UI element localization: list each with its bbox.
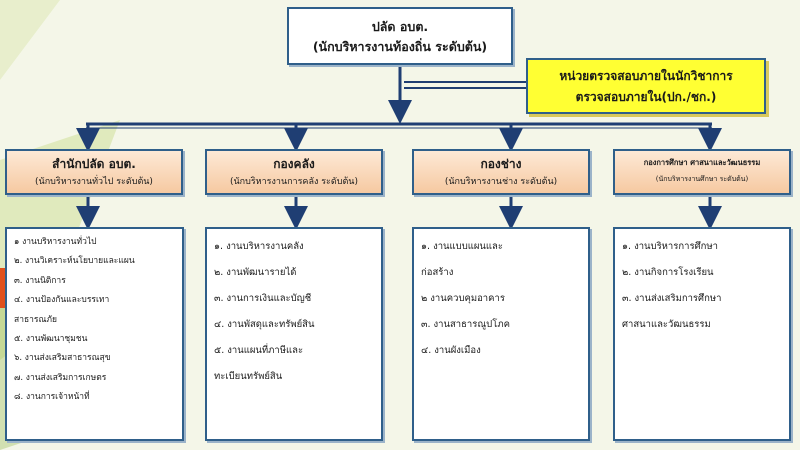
- department-title: กองการศึกษา ศาสนาและวัฒนธรรม: [643, 158, 761, 167]
- list-item: ๔. งานป้องกันและบรรเทา: [14, 295, 110, 306]
- department-subtitle: (นักบริหารงานศึกษา ระดับต้น): [655, 175, 749, 183]
- list-item: ก่อสร้าง: [421, 267, 454, 278]
- department-subtitle: (นักบริหารงานการคลัง ระดับต้น): [230, 177, 358, 187]
- department-title: กองช่าง: [480, 157, 522, 171]
- chief-administrator-subtitle: (นักบริหารงานท้องถิ่น ระดับต้น): [312, 39, 488, 54]
- list-item: ศาสนาและวัฒนธรรม: [622, 319, 711, 330]
- chief-administrator-box: ปลัด อบต. (นักบริหารงานท้องถิ่น ระดับต้น…: [287, 7, 513, 65]
- department-title: กองคลัง: [273, 157, 315, 171]
- list-item: ๑. งานบริหารการศึกษา: [622, 241, 718, 252]
- list-item: ๑. งานบริหารงานคลัง: [214, 241, 304, 252]
- department-title: สำนักปลัด อบต.: [52, 157, 136, 171]
- list-item: ๓. งานสาธารณูปโภค: [421, 319, 510, 330]
- task-list-office: ๑ งานบริหารงานทั่วไป ๒. งานวิเคราะห์นโยบ…: [5, 227, 184, 441]
- chief-administrator-title: ปลัด อบต.: [371, 19, 429, 34]
- list-item: ๔. งานผังเมือง: [421, 345, 481, 356]
- list-item: ๑. งานแบบแผนและ: [421, 241, 503, 252]
- list-item: ๒. งานพัฒนารายได้: [214, 267, 297, 278]
- list-item: ๔. งานพัสดุและทรัพย์สิน: [214, 319, 315, 330]
- list-item: ๒ งานควบคุมอาคาร: [421, 293, 505, 304]
- list-item: ๑ งานบริหารงานทั่วไป: [14, 237, 97, 247]
- list-item: ๓. งานส่งเสริมการศึกษา: [622, 293, 722, 304]
- list-item: ๕. งานแผนที่ภาษีและ: [214, 345, 304, 356]
- department-box-office: สำนักปลัด อบต. (นักบริหารงานทั่วไป ระดับ…: [5, 149, 183, 195]
- list-item: ทะเบียนทรัพย์สิน: [214, 371, 283, 382]
- department-subtitle: (นักบริหารงานทั่วไป ระดับต้น): [35, 177, 153, 187]
- internal-audit-line2: ตรวจสอบภายใน(ปก./ชก.): [575, 90, 717, 104]
- internal-audit-line1: หน่วยตรวจสอบภายในนักวิชาการ: [559, 69, 733, 83]
- department-subtitle: (นักบริหารงานช่าง ระดับต้น): [444, 177, 558, 187]
- list-item: สาธารณภัย: [14, 314, 57, 325]
- list-item: ๒. งานวิเคราะห์นโยบายและแผน: [14, 256, 135, 267]
- list-item: ๘. งานการเจ้าหน้าที่: [14, 392, 90, 403]
- list-item: ๖. งานส่งเสริมสาธารณสุข: [14, 353, 111, 364]
- internal-audit-box: หน่วยตรวจสอบภายในนักวิชาการ ตรวจสอบภายใน…: [526, 58, 766, 114]
- task-list-engineering: ๑. งานแบบแผนและ ก่อสร้าง ๒ งานควบคุมอาคา…: [412, 227, 590, 441]
- list-item: ๗. งานส่งเสริมการเกษตร: [14, 372, 107, 383]
- list-item: ๓. งานนิติการ: [14, 275, 66, 286]
- department-box-finance: กองคลัง (นักบริหารงานการคลัง ระดับต้น): [205, 149, 383, 195]
- list-item: ๕. งานพัฒนาชุมชน: [14, 334, 88, 345]
- department-box-education: กองการศึกษา ศาสนาและวัฒนธรรม (นักบริหารง…: [613, 149, 791, 195]
- department-box-engineering: กองช่าง (นักบริหารงานช่าง ระดับต้น): [412, 149, 590, 195]
- task-list-finance: ๑. งานบริหารงานคลัง ๒. งานพัฒนารายได้ ๓.…: [205, 227, 383, 441]
- decorative-leaf-shape: [0, 0, 60, 80]
- task-list-education: ๑. งานบริหารการศึกษา ๒. งานกิจการโรงเรีย…: [613, 227, 791, 441]
- list-item: ๒. งานกิจการโรงเรียน: [622, 267, 714, 278]
- list-item: ๓. งานการเงินและบัญชี: [214, 293, 312, 304]
